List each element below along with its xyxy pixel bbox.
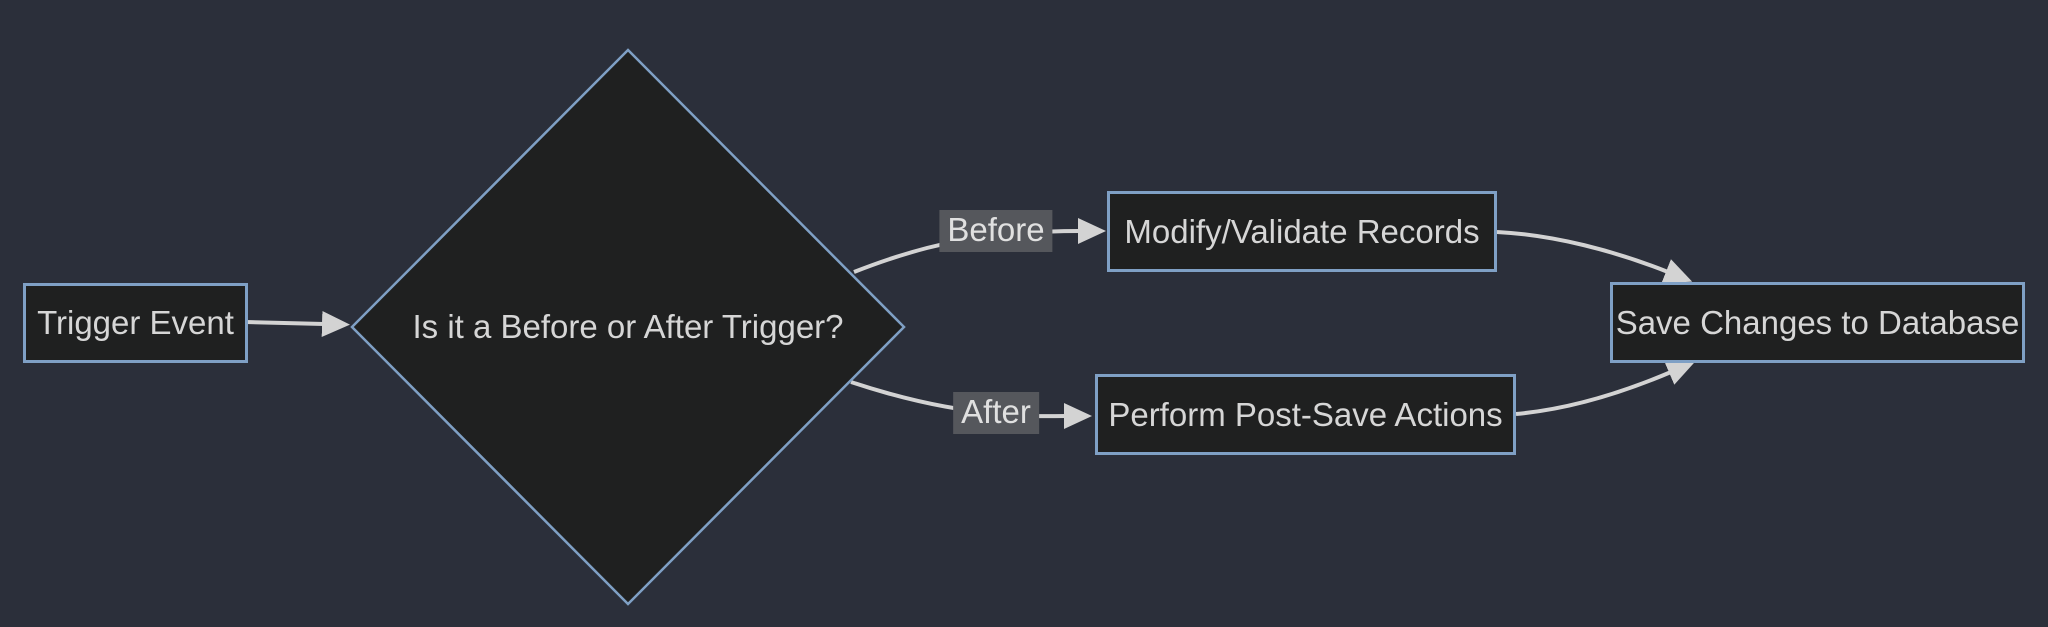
edge-label-after-text: After — [961, 393, 1031, 430]
edge-modify-to-save — [1496, 230, 1693, 284]
node-trigger-event-label: Trigger Event — [37, 304, 234, 341]
decision-diamond-shape — [350, 48, 906, 606]
node-decision-label: Is it a Before or After Trigger? — [412, 308, 843, 346]
edge-label-after: After — [953, 392, 1039, 434]
node-trigger-event: Trigger Event — [23, 283, 248, 363]
node-modify-validate-label: Modify/Validate Records — [1124, 212, 1480, 250]
edge-trigger-to-decision — [245, 310, 350, 337]
decision-question-text: Is it a Before or After Trigger? — [412, 308, 844, 345]
node-perform-post-save-actions: Perform Post-Save Actions — [1095, 374, 1516, 455]
node-modify-validate-records: Modify/Validate Records — [1107, 191, 1497, 272]
node-save-changes-to-database: Save Changes to Database — [1610, 282, 2025, 363]
node-post-save-label: Perform Post-Save Actions — [1108, 395, 1503, 433]
node-save-database-label: Save Changes to Database — [1615, 303, 2020, 341]
edge-label-before: Before — [939, 210, 1053, 252]
edge-label-before-text: Before — [947, 211, 1045, 248]
edge-postsave-to-save — [1515, 360, 1695, 416]
